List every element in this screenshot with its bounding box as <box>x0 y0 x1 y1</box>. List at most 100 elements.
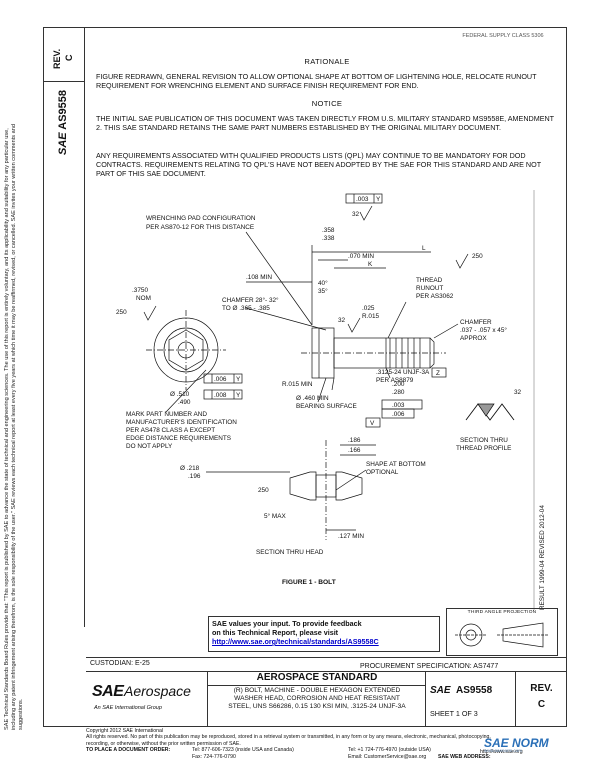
fcf-006-y <box>203 373 243 384</box>
watermark-brand: SAE NORM <box>484 736 549 750</box>
thread-profile-fill <box>477 403 495 417</box>
dim-166: .166 <box>348 447 361 454</box>
title-desc-1: (R) BOLT, MACHINE - DOUBLE HEXAGON EXTEN… <box>233 687 401 694</box>
divider-title <box>86 671 567 672</box>
footer-copyright: Copyright 2012 SAE International <box>86 728 163 734</box>
rev-letter: C <box>64 54 74 62</box>
leader-bearing <box>317 377 327 403</box>
dim-nom: NOM <box>136 295 151 302</box>
finish-32b: 32 <box>338 317 346 324</box>
title-rev: REV. C <box>516 671 567 727</box>
thread-profile-label-1: SECTION THRU <box>460 437 508 444</box>
dim-L: L <box>422 245 426 252</box>
fcf-006b-value: .006 <box>392 411 405 418</box>
finish-250a: 250 <box>116 309 127 316</box>
bearing-label: BEARING SURFACE <box>296 403 357 410</box>
dim-3750: .3750 <box>132 287 148 294</box>
logo-sae: SAE <box>92 683 124 700</box>
notice-paragraph-2: ANY REQUIREMENTS ASSOCIATED WITH QUALIFI… <box>96 151 541 178</box>
title-rev-letter: C <box>537 699 546 710</box>
fcf-008-y <box>203 389 243 400</box>
footer-webaddr[interactable]: http://www.sae.org <box>480 749 523 755</box>
number-sae: SAE <box>430 685 451 696</box>
dim-108-label: .108 MIN <box>246 274 272 281</box>
fcf-008-value: .008 <box>214 392 227 399</box>
finish-symbol-32a <box>359 205 373 221</box>
finish-symbol-250a <box>143 305 157 321</box>
shape-optional-label: OPTIONAL <box>366 469 399 476</box>
angle-40: 40° <box>318 279 328 287</box>
dim-280: .280 <box>392 389 405 396</box>
footer-order: TO PLACE A DOCUMENT ORDER: <box>86 747 171 754</box>
logo-aerospace: Aerospace <box>124 683 191 699</box>
projection-symbol <box>455 622 549 648</box>
sae-aerospace-logo: SAE Aerospace An SAE International Group <box>86 671 208 727</box>
doc-number-rotated: SAE AS9558 <box>57 90 69 155</box>
title-desc-3: STEEL, UNS S66286, 0.15 130 KSI MIN, .31… <box>228 703 406 711</box>
finish-250c: 250 <box>258 487 269 494</box>
finish-32c: 32 <box>514 389 522 396</box>
leader-runout <box>387 301 407 339</box>
chamfer-label-2: TO Ø .365 - .385 <box>222 305 270 312</box>
datum-z-box <box>431 367 447 378</box>
custodian: CUSTODIAN: E-25 <box>90 660 150 667</box>
title-main: AEROSPACE STANDARD (R) BOLT, MACHINE - D… <box>208 671 426 727</box>
chamfer-end-label: CHAMFER <box>460 319 492 326</box>
chamfer-end-label-2: .037 - .057 x 45° <box>460 326 507 334</box>
finish-symbol-32b <box>347 317 361 333</box>
dim-r015: R.015 <box>362 313 379 320</box>
datum-z-label: Z <box>436 370 440 377</box>
feedback-link[interactable]: http://www.sae.org/technical/standards/A… <box>212 637 379 646</box>
supply-class-stamp: FEDERAL SUPPLY CLASS 5306 <box>462 33 544 39</box>
rationale-text: FIGURE REDRAWN, GENERAL REVISION TO ALLO… <box>96 72 537 90</box>
notice-heading: NOTICE <box>311 99 343 108</box>
title-rev-label: REV. <box>530 683 553 694</box>
fcf-006-datum: Y <box>236 376 241 383</box>
title-block: SAE Aerospace An SAE International Group… <box>86 671 567 727</box>
rev-box: REV. C <box>43 27 85 82</box>
marking-line-4: EDGE DISTANCE REQUIREMENTS <box>126 435 231 442</box>
dim-025: .025 <box>362 305 375 312</box>
label-wrench-pad-2: PER AS870-12 FOR THIS DISTANCE <box>146 224 254 231</box>
finish-250b: 250 <box>472 253 483 260</box>
feedback-line-2: on this Technical Report, please visit <box>212 628 339 637</box>
footer-web: SAE WEB ADDRESS: <box>438 754 491 761</box>
marking-line-5: DO NOT APPLY <box>126 443 173 450</box>
thread-profile-shape <box>465 403 515 421</box>
head-hex-circle <box>163 327 209 373</box>
fcf-003m-value: .003 <box>392 402 405 409</box>
approx-label: APPROX <box>460 335 487 342</box>
page-frame <box>43 27 567 727</box>
dim-218: Ø .218 <box>180 465 200 472</box>
notice-paragraph-1: THE INITIAL SAE PUBLICATION OF THIS DOCU… <box>96 114 554 132</box>
thread-profile-label-2: THREAD PROFILE <box>456 445 511 452</box>
dim-070-label: .070 MIN <box>348 253 374 260</box>
feedback-line-1: SAE values your input. To provide feedba… <box>212 619 362 628</box>
angle-35: 35° <box>318 287 328 295</box>
rev-column: REV. C SAE AS9558 <box>43 27 85 627</box>
footer-email: Email: CustomerService@sae.org <box>348 754 427 761</box>
leader-r015 <box>331 377 335 391</box>
figure-caption: FIGURE 1 - BOLT <box>282 579 336 586</box>
date-side-label: RESULT 1999-04 REVISED 2012-04 <box>539 505 546 610</box>
dim-196: .196 <box>188 473 201 480</box>
label-wrench-pad: WRENCHING PAD CONFIGURATION <box>146 215 256 222</box>
marking-line-3: PER AS478 CLASS A EXCEPT <box>126 427 215 434</box>
side-legal-text: SAE Technical Standards Board Rules prov… <box>4 120 40 730</box>
dim-510: Ø .510 <box>170 391 190 398</box>
datum-v-label: V <box>370 420 375 427</box>
thread-runout-label: THREAD <box>416 277 443 284</box>
third-angle-projection: THIRD ANGLE PROJECTION <box>446 608 558 656</box>
bolt-drawing: WRENCHING PAD CONFIGURATION PER AS870-12… <box>116 190 546 610</box>
leader-wrench-pad <box>245 231 313 326</box>
side-legal-rotated: SAE Technical Standards Board Rules prov… <box>4 124 24 730</box>
section-head-label: SECTION THRU HEAD <box>256 549 324 556</box>
dim-186: .186 <box>348 437 361 444</box>
finish-32a: 32 <box>352 211 360 218</box>
leader-chamfer <box>245 307 327 331</box>
dim-200: .200 <box>392 381 405 388</box>
leader-marking <box>165 369 207 413</box>
marking-line-2: MANUFACTURER'S IDENTIFICATION <box>126 419 237 426</box>
head-section-right <box>335 471 363 501</box>
